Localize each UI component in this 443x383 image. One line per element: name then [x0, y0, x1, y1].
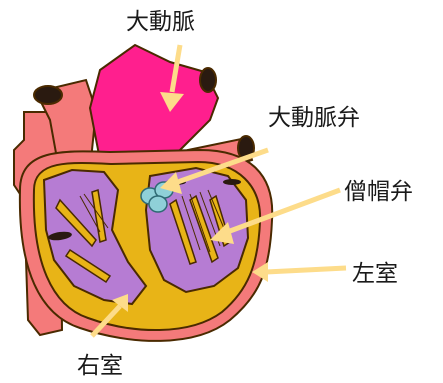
label-aorta: 大動脈: [126, 8, 195, 36]
label-left-ventricle: 左室: [352, 260, 398, 288]
label-aortic-valve: 大動脈弁: [268, 104, 360, 132]
label-mitral-valve: 僧帽弁: [344, 178, 413, 206]
label-right-ventricle: 右室: [77, 352, 123, 380]
left-ventricle-arrow: [252, 262, 346, 282]
